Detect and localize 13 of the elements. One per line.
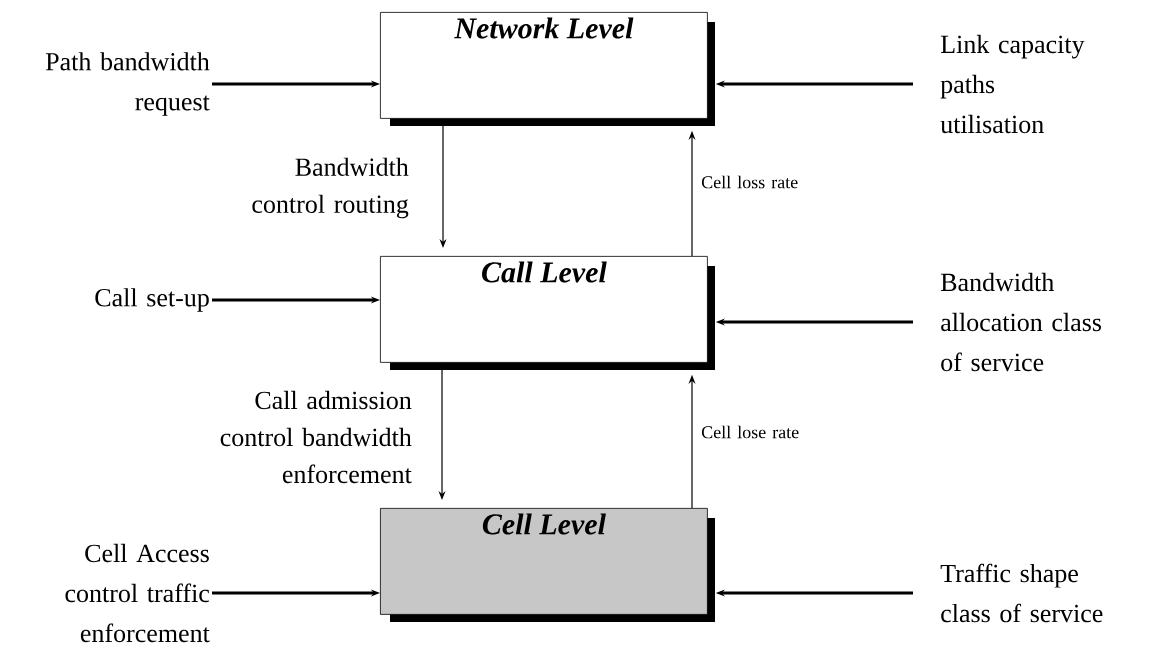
edge-label: Cell loss rate — [701, 175, 798, 189]
input-label: Call set-up — [95, 288, 209, 312]
input-label: Traffic shape class of service — [940, 563, 1103, 623]
input-label: Bandwidth allocation class of service — [940, 272, 1101, 372]
edge-label: Bandwidth control routing — [252, 157, 409, 219]
input-label: Link capacity paths utilisation — [940, 34, 1085, 134]
level-box: Network Level — [380, 12, 715, 126]
input-label: Cell Access control traffic enforcement — [65, 543, 210, 643]
level-box: Cell Level — [380, 508, 715, 622]
level-box: Call Level — [380, 256, 715, 370]
edge-label: Cell lose rate — [701, 425, 799, 439]
input-label: Path bandwidth request — [45, 52, 210, 116]
edge-label: Call admission control bandwidth enforcement — [220, 390, 412, 484]
